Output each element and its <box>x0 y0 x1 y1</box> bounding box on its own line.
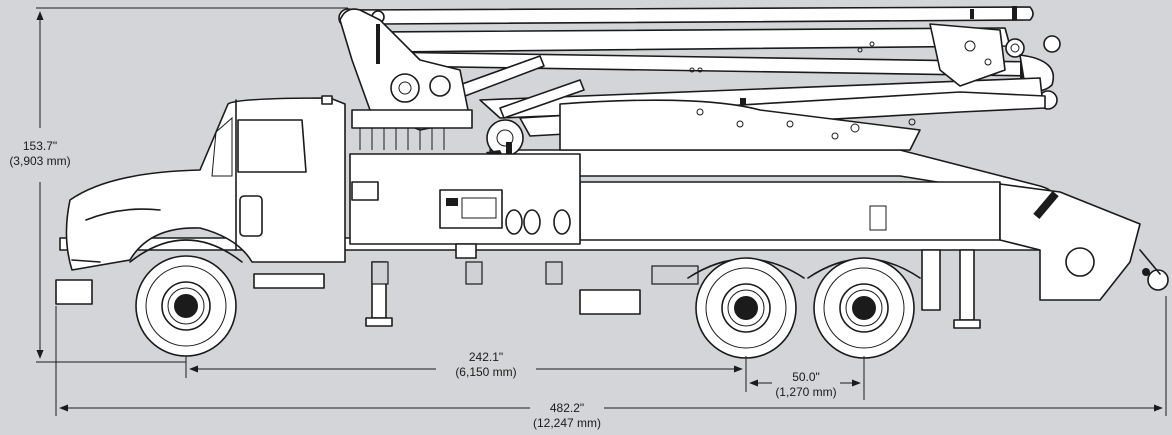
rear-wheel-1 <box>687 257 805 359</box>
rear-wheel-2 <box>807 257 921 359</box>
truck-body <box>55 109 1169 329</box>
length-metric-label: (12,247 mm) <box>533 416 601 430</box>
wheelbase-metric-label: (6,150 mm) <box>455 365 516 379</box>
overall-length-dimension: 482.2" (12,247 mm) <box>55 296 1167 430</box>
tandem-metric-label: (1,270 mm) <box>775 385 836 399</box>
truck-cab <box>65 95 346 271</box>
front-wheel <box>129 239 243 357</box>
height-dimension: 153.7" (3,903 mm) <box>9 7 348 363</box>
wheelbase-dimension: 242.1" (6,150 mm) <box>185 350 747 392</box>
boom-assembly <box>338 6 1061 201</box>
height-metric-label: (3,903 mm) <box>9 154 70 168</box>
length-imperial-label: 482.2" <box>550 401 584 415</box>
radiator-fins <box>359 128 445 150</box>
tandem-imperial-label: 50.0" <box>792 370 820 384</box>
tandem-dimension: 50.0" (1,270 mm) <box>749 356 865 400</box>
height-imperial-label: 153.7" <box>23 139 57 153</box>
wheelbase-imperial-label: 242.1" <box>469 350 503 364</box>
rear-outrigger <box>921 249 981 329</box>
